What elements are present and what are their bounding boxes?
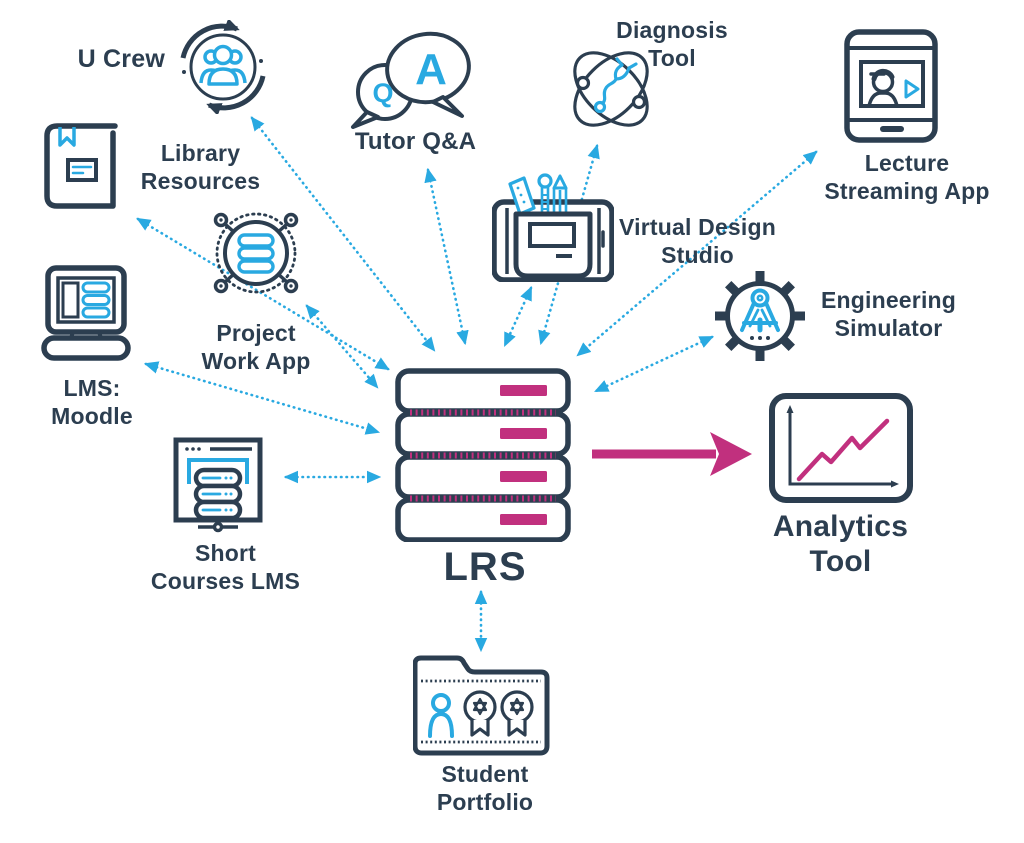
tutor-qa-bubbles-icon: Q A <box>351 31 471 129</box>
lecture-tablet-icon <box>844 29 938 143</box>
arrow-lrs-project-work-app <box>305 304 379 389</box>
u-crew-label: U Crew <box>77 45 165 73</box>
pwa-label: Project Work App <box>201 320 311 375</box>
portfolio-label: Student Portfolio <box>436 761 534 816</box>
arrow-lrs-engineering <box>594 335 714 393</box>
short-courses-label: Short Courses LMS <box>150 540 301 595</box>
moodle-label: LMS: Moodle <box>51 375 133 430</box>
diagnosis-label: Diagnosis Tool <box>616 17 728 72</box>
short-courses-browser-icon <box>173 437 263 533</box>
lrs-label: LRS <box>443 545 527 589</box>
student-portfolio-folder-icon <box>413 655 550 756</box>
u-crew-icon <box>180 20 266 114</box>
lecture-label: Lecture Streaming App <box>824 150 990 205</box>
tutor-qa-label: Tutor Q&A <box>354 128 477 155</box>
lrs-server-icon <box>395 368 571 542</box>
analytics-label: Analytics Tool <box>772 510 909 578</box>
arrow-lrs-tutor-qa <box>424 167 469 346</box>
library-book-icon <box>44 123 118 209</box>
moodle-computer-icon <box>41 265 131 361</box>
svg-text:Q: Q <box>372 78 393 108</box>
arrow-lrs-analytics <box>592 432 752 476</box>
library-label: Library Resources <box>140 140 261 195</box>
engineering-gear-icon <box>715 271 805 361</box>
diagnosis-atom-icon <box>573 51 649 127</box>
engineering-label: Engineering Simulator <box>820 287 957 342</box>
virtual-design-studio-icon <box>492 173 614 282</box>
analytics-chart-icon <box>769 393 913 503</box>
arrow-lrs-moodle <box>143 361 381 435</box>
vds-label: Virtual Design Studio <box>618 214 777 269</box>
svg-text:A: A <box>415 45 447 94</box>
arrow-lrs-virtual-design-studio <box>503 286 533 347</box>
project-work-app-icon <box>213 212 299 294</box>
